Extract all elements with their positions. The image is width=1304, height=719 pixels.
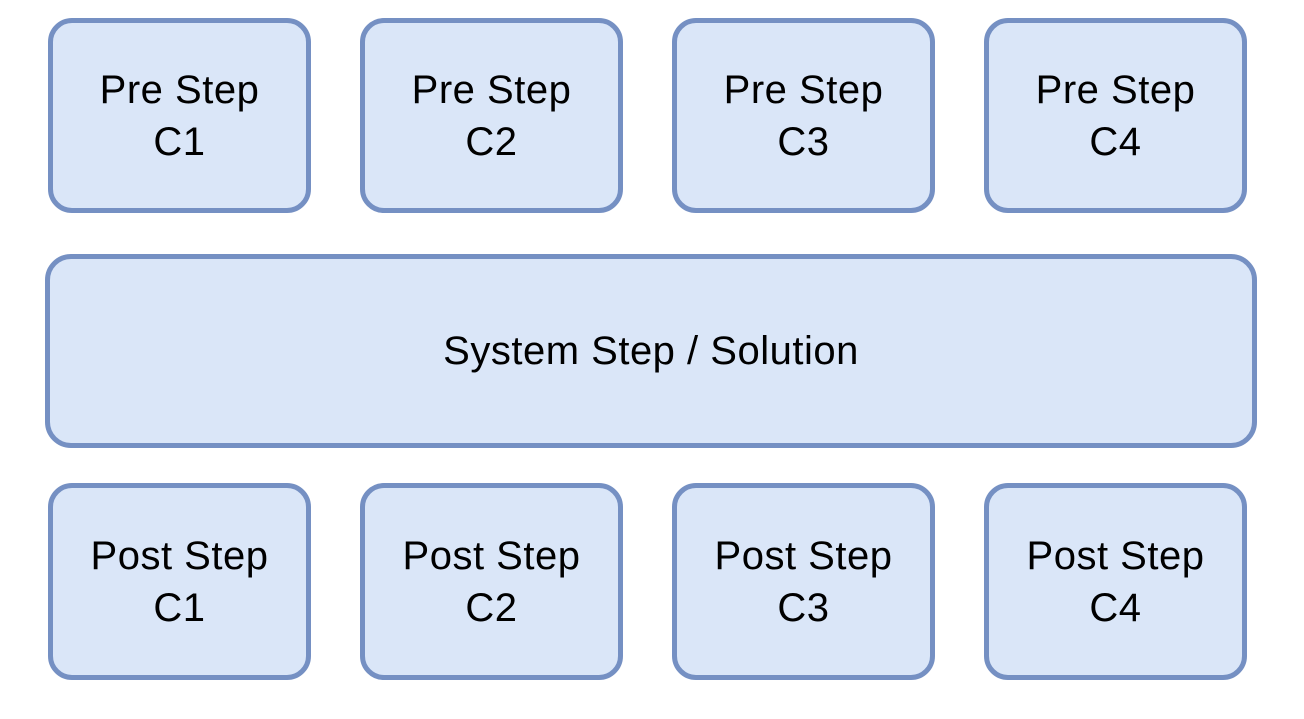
post-step-c3-box: Post Step C3 xyxy=(672,483,935,680)
system-step-box: System Step / Solution xyxy=(45,254,1257,448)
pre-step-row: Pre Step C1 Pre Step C2 Pre Step C3 Pre … xyxy=(48,18,1247,213)
pre-step-c4-box: Pre Step C4 xyxy=(984,18,1247,213)
pre-step-c1-box: Pre Step C1 xyxy=(48,18,311,213)
post-step-c4-label-line1: Post Step xyxy=(1026,533,1205,578)
system-step-label: System Step / Solution xyxy=(443,329,859,373)
post-step-c1-label-line1: Post Step xyxy=(90,533,269,578)
pre-step-c3-label-line2: C3 xyxy=(777,119,830,164)
pre-step-c2-box: Pre Step C2 xyxy=(360,18,623,213)
post-step-c2-label-line2: C2 xyxy=(465,585,518,630)
post-step-c1-box: Post Step C1 xyxy=(48,483,311,680)
pre-step-c2-label-line1: Pre Step xyxy=(411,67,572,112)
pre-step-c4-label-line1: Pre Step xyxy=(1035,67,1196,112)
post-step-c2-label-line1: Post Step xyxy=(402,533,581,578)
post-step-c4-label-line2: C4 xyxy=(1089,585,1142,630)
post-step-row: Post Step C1 Post Step C2 Post Step C3 P… xyxy=(48,483,1247,680)
post-step-c2-box: Post Step C2 xyxy=(360,483,623,680)
pre-step-c1-label-line2: C1 xyxy=(153,119,206,164)
pre-step-c1-label-line1: Pre Step xyxy=(99,67,260,112)
pre-step-c3-label-line1: Pre Step xyxy=(723,67,884,112)
post-step-c1-label-line2: C1 xyxy=(153,585,206,630)
pre-step-c4-label-line2: C4 xyxy=(1089,119,1142,164)
pre-step-c3-box: Pre Step C3 xyxy=(672,18,935,213)
post-step-c4-box: Post Step C4 xyxy=(984,483,1247,680)
post-step-c3-label-line1: Post Step xyxy=(714,533,893,578)
post-step-c3-label-line2: C3 xyxy=(777,585,830,630)
pre-step-c2-label-line2: C2 xyxy=(465,119,518,164)
